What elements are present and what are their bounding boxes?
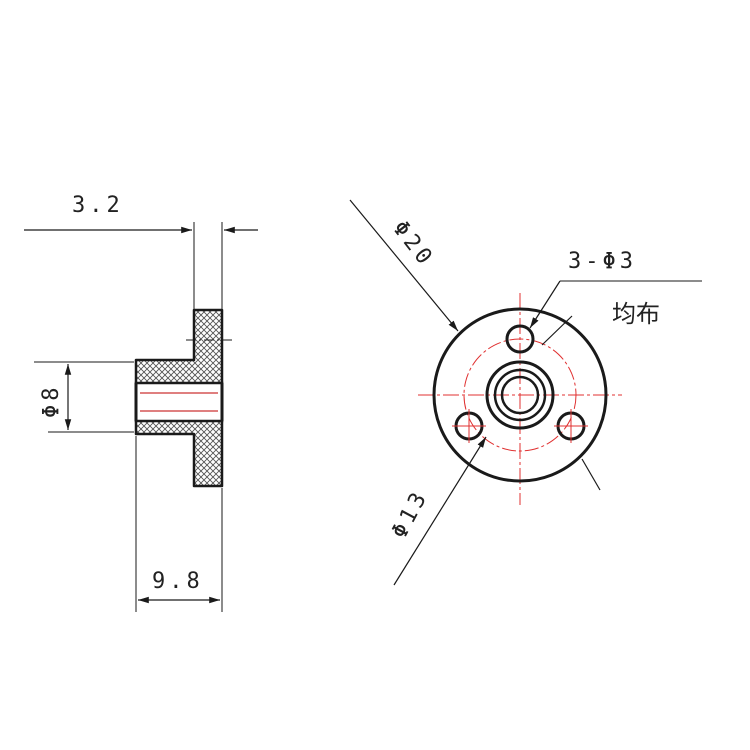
section-upper-solid	[134, 308, 224, 388]
bore-circle	[500, 375, 540, 415]
section-lower-solid	[134, 416, 224, 488]
dim-bore-diameter: Φ8	[39, 384, 64, 419]
side-section-view: 3.2 Φ8 9.8	[24, 193, 258, 612]
mounting-hole-top	[505, 324, 535, 354]
dim-flange-thickness: 3.2	[72, 193, 124, 218]
leader-flange-diameter	[349, 199, 459, 332]
dim-flange-diameter: Φ20	[387, 216, 439, 272]
dim-overall-length: 9.8	[152, 569, 204, 594]
dim-pitch-circle-diameter: Φ13	[387, 485, 433, 542]
dim-hole-count-size: 3-Φ3	[568, 249, 637, 274]
leader-pitch-diameter	[393, 436, 487, 586]
dim-hole-distribution: 均布	[612, 300, 660, 328]
flange-outer-circle	[432, 307, 608, 483]
pitch-circle	[463, 338, 577, 452]
hub-outer-circle	[485, 360, 555, 430]
hub-step-circle	[493, 368, 547, 422]
front-view: Φ20 3-Φ3 均布 Φ13	[349, 199, 702, 586]
bore-channel	[134, 381, 224, 423]
leader-hole-size	[529, 280, 561, 329]
